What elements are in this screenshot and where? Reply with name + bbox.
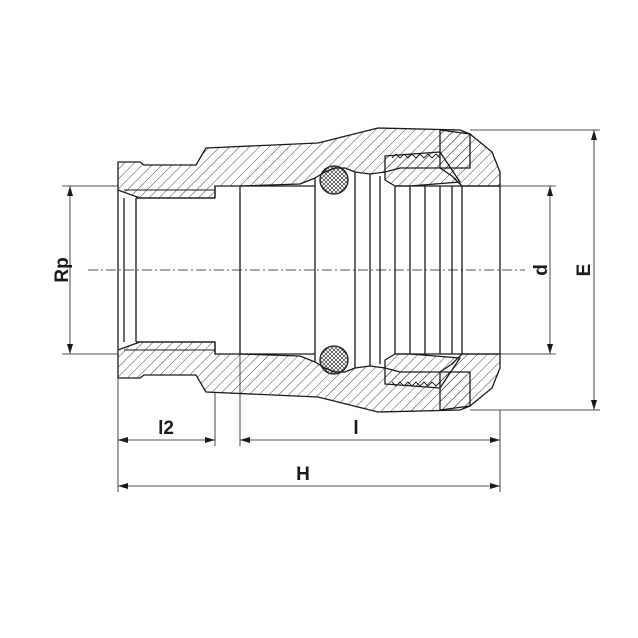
label-rp: Rp xyxy=(52,257,73,282)
dimension-l: l xyxy=(239,354,501,492)
label-l: l xyxy=(353,418,358,439)
label-d: d xyxy=(531,264,552,276)
dimension-d: d xyxy=(500,185,556,355)
thread-lower xyxy=(391,381,441,387)
label-h: H xyxy=(296,464,310,485)
label-e: E xyxy=(574,264,595,277)
dimension-h: H xyxy=(117,446,500,492)
o-ring-lower xyxy=(319,345,349,375)
o-ring-upper xyxy=(319,165,349,195)
dimension-e: E xyxy=(470,129,600,411)
thread-upper xyxy=(391,153,441,159)
dimension-rp: Rp xyxy=(52,185,118,355)
dimension-l2: l2 xyxy=(117,378,216,446)
label-l2: l2 xyxy=(158,418,174,439)
